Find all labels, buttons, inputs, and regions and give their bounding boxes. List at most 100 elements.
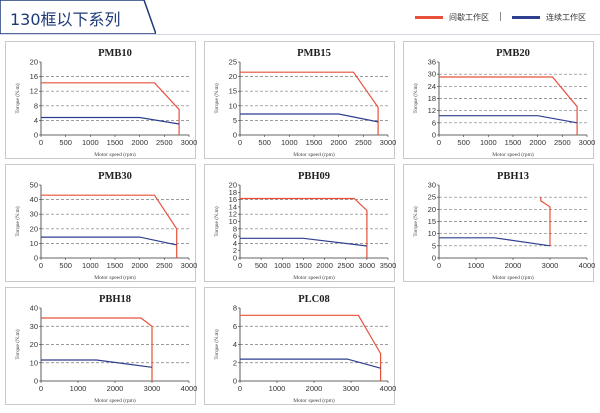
page-title: 130框以下系列 [10,10,121,29]
y-tick-label: 18 [229,188,237,197]
x-tick-label: 3000 [542,261,559,270]
x-axis-label: Motor speed (rpm) [293,397,335,404]
x-tick-label: 1000 [70,384,87,393]
series-line-peak [240,71,379,135]
x-tick-label: 2000 [529,138,546,147]
series-line-peak [439,76,578,135]
x-tick-label: 2500 [156,261,173,270]
legend-label-continuous: 连续工作区 [546,12,586,22]
y-tick-label: 0 [34,377,38,386]
x-tick-label: 3000 [181,261,197,270]
y-tick-label: 5 [432,241,436,250]
x-tick-label: 2500 [337,261,354,270]
chart-title: PMB30 [98,171,132,182]
y-tick-label: 10 [30,358,38,367]
y-tick-label: 36 [428,58,436,67]
y-tick-label: 10 [229,101,237,110]
x-tick-label: 4000 [181,384,197,393]
x-axis-label: Motor speed (rpm) [94,274,136,281]
x-tick-label: 1500 [107,138,124,147]
x-axis-label: Motor speed (rpm) [293,274,335,281]
y-tick-label: 12 [428,106,436,115]
y-axis-label: Torque (N.m) [14,83,21,113]
y-tick-label: 16 [30,72,38,81]
x-tick-label: 1000 [82,138,99,147]
x-tick-label: 0 [39,261,43,270]
chart-title: PLC08 [298,294,330,305]
title-tab-shape [0,0,156,34]
y-tick-label: 4 [34,116,38,125]
y-tick-label: 6 [233,322,237,331]
x-tick-label: 3000 [343,384,360,393]
x-tick-label: 2000 [306,384,323,393]
y-tick-label: 2 [233,358,237,367]
legend-swatch-continuous [512,15,540,19]
x-tick-label: 2000 [131,138,148,147]
x-tick-label: 0 [437,138,441,147]
y-tick-label: 0 [34,131,38,140]
series-line-peak [540,197,551,246]
y-tick-label: 18 [428,94,436,103]
y-tick-label: 12 [30,87,38,96]
x-tick-label: 2000 [505,261,522,270]
x-tick-label: 2500 [156,138,173,147]
chart-title: PMB20 [496,48,530,59]
y-tick-label: 30 [428,181,436,190]
y-axis-label: Torque (N.m) [213,83,220,113]
y-tick-label: 50 [30,181,38,190]
x-axis-label: Motor speed (rpm) [94,151,136,158]
x-tick-label: 1500 [505,138,522,147]
y-tick-label: 40 [30,195,38,204]
chart-title: PBH09 [298,171,330,182]
y-tick-label: 14 [229,202,237,211]
y-tick-label: 4 [233,239,237,248]
x-axis-label: Motor speed (rpm) [492,151,534,158]
x-tick-label: 0 [39,138,43,147]
x-tick-label: 1000 [281,138,298,147]
y-tick-label: 30 [30,322,38,331]
y-tick-label: 10 [428,229,436,238]
x-tick-label: 1000 [468,261,485,270]
series-line-continuous [41,236,177,246]
y-tick-label: 0 [432,254,436,263]
x-tick-label: 1500 [107,261,124,270]
x-tick-label: 1000 [274,261,291,270]
y-tick-label: 0 [233,254,237,263]
legend: 间歇工作区 | 连续工作区 [414,9,586,25]
y-tick-label: 8 [34,101,38,110]
y-axis-label: Torque (N.m) [14,329,21,359]
y-tick-label: 10 [30,239,38,248]
y-tick-label: 0 [432,131,436,140]
x-tick-label: 500 [59,261,72,270]
series-line-continuous [240,358,381,369]
x-axis-label: Motor speed (rpm) [293,151,335,158]
x-tick-label: 3000 [359,261,376,270]
x-tick-label: 3000 [579,138,595,147]
x-tick-label: 500 [255,261,268,270]
title-tab: 130框以下系列 [0,0,156,34]
y-tick-label: 5 [233,116,237,125]
series-line-peak [41,82,180,135]
x-tick-label: 500 [59,138,72,147]
x-tick-label: 1000 [269,384,286,393]
y-tick-label: 24 [428,82,436,91]
y-axis-label: Torque (N.m) [213,329,220,359]
y-tick-label: 8 [233,304,237,313]
y-tick-label: 20 [30,58,38,67]
y-tick-label: 25 [428,193,436,202]
y-tick-label: 0 [233,131,237,140]
y-tick-label: 20 [229,181,237,190]
x-tick-label: 2000 [131,261,148,270]
x-tick-label: 2000 [107,384,124,393]
y-tick-label: 25 [229,58,237,67]
series-line-peak [240,197,368,258]
